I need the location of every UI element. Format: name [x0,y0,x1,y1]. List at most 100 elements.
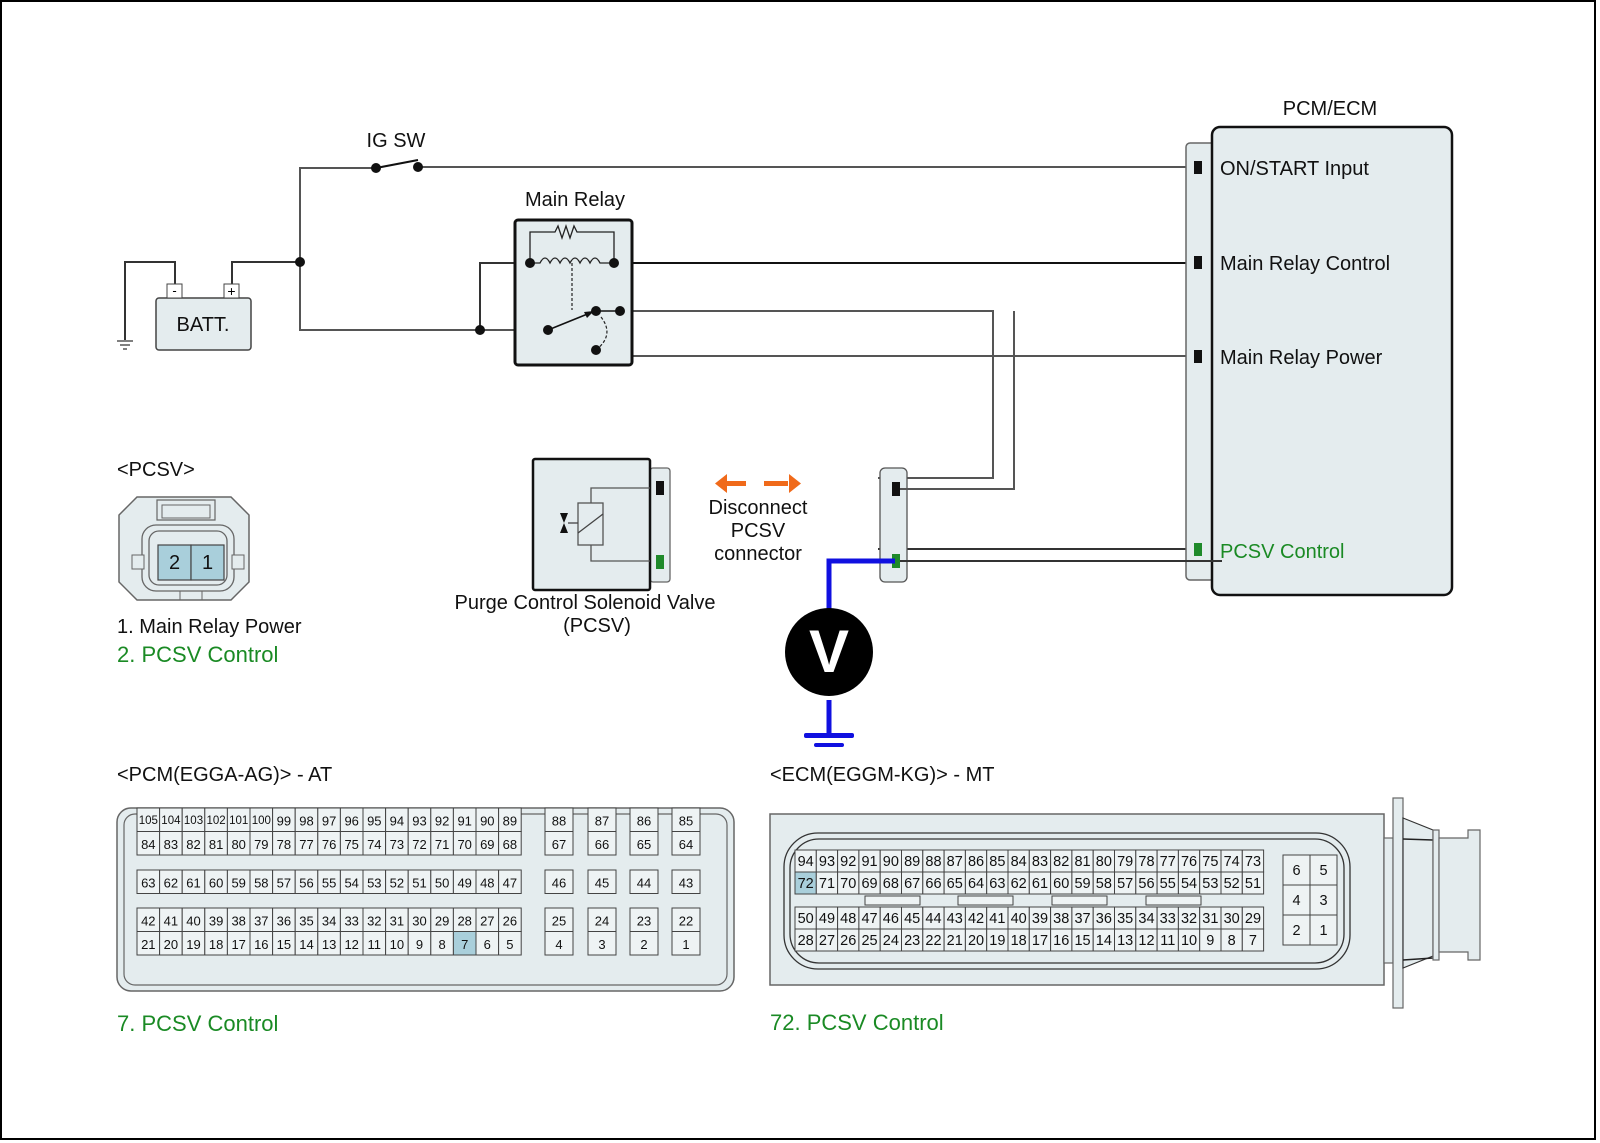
connector-pin-label: 5 [506,937,513,952]
harness-connector [879,467,908,583]
pcsv-pin-1 [190,544,225,581]
connector-pin-label: 77 [299,837,313,852]
connector-pin-label: 61 [1032,876,1048,892]
connector-pin-label: 28 [798,933,814,949]
resistor-icon [529,223,615,263]
connector-pin-label: 92 [435,813,449,828]
connector-pin-label: 83 [1032,854,1048,870]
connector-pin-label: 39 [209,913,223,928]
connector-pin-label: 6 [484,937,491,952]
connector-pin-label: 103 [184,815,203,827]
connector-pin-label: 74 [1224,854,1240,870]
connector-pin-label: 61 [186,875,200,890]
disconnect-label-line1: Disconnect [709,497,808,519]
connector-pin-label: 60 [1053,876,1069,892]
connector-pin-label: 22 [925,933,941,949]
connector-pin-label: 88 [552,813,566,828]
connector-pin-label: 48 [480,875,494,890]
valve-icon [560,513,568,523]
connector-pin-label: 64 [968,876,984,892]
connector-pin [544,931,574,956]
connector-pin-label: 21 [947,933,963,949]
connector-pin-label: 75 [344,837,358,852]
key-slot [1145,895,1202,906]
connector-pin-label: 85 [989,854,1005,870]
ig-switch-terminal-2 [413,162,423,172]
pin-terminal [892,554,900,568]
connector-pin-label: 80 [231,837,245,852]
connector-pin-label: 58 [1096,876,1112,892]
connector-pin-label: 16 [254,937,268,952]
connector-pin-label: 16 [1053,933,1069,949]
connector-pin-label: 74 [367,837,381,852]
connector-pin-label: 76 [322,837,336,852]
connector-pin-label: 29 [1245,911,1261,927]
pin-terminal [1194,350,1202,363]
connector-pin-label: 87 [947,854,963,870]
connector-pin-label: 91 [861,854,877,870]
connector-pin [587,931,617,956]
connector-pin-label: 37 [254,913,268,928]
connector-pin-label: 23 [637,913,651,928]
connector-pin-label: 19 [186,937,200,952]
battery: - + BATT. [155,283,252,351]
connector-pin-label: 83 [164,837,178,852]
connector-pin-label: 46 [883,911,899,927]
relay-coil-icon [530,257,614,265]
connector-pin-label: 39 [1032,911,1048,927]
connector-pin-label: 79 [254,837,268,852]
connector-pin-label: 81 [1074,854,1090,870]
pcsv-pin-1-label: 1 [202,552,213,574]
connector-pin-label: 32 [1181,911,1197,927]
disconnect-arrows-icon [715,474,801,493]
connector-pin-label: 93 [412,813,426,828]
connector-pin [498,931,522,956]
connector-pin-label: 63 [989,876,1005,892]
disconnect-label-line2: PCSV [731,520,786,542]
pcm-connector-title: <PCM(EGGA-AG)> - AT [117,764,332,786]
connector-pin-label: 6 [1292,863,1300,879]
connector-pin-label: 55 [1160,876,1176,892]
connector-pin-label: 68 [883,876,899,892]
connector-pin-label: 51 [412,875,426,890]
connector-pin-label: 42 [968,911,984,927]
key-slot [957,895,1014,906]
connector-pin-label: 72 [412,837,426,852]
connector-pin-label: 12 [1138,933,1154,949]
connector-pin-label: 8 [438,937,445,952]
connector-pin-label: 17 [231,937,245,952]
connector-pin-label: 35 [1117,911,1133,927]
main-relay [513,218,634,367]
connector-pin-label: 18 [209,937,223,952]
connector-pin-label: 70 [457,837,471,852]
connector-pin-label: 23 [904,933,920,949]
connector-pin-label: 46 [552,875,566,890]
pin-terminal [892,482,900,496]
wire-relay-to-pcsv-pin1 [596,310,994,479]
connector-pin-label: 101 [229,815,248,827]
connector-pin-label: 26 [503,913,517,928]
connector-pin-label: 71 [435,837,449,852]
connector-pin-label: 79 [1117,854,1133,870]
connector-pin-label: 30 [412,913,426,928]
connector-pin-label: 89 [904,854,920,870]
connector-pin-label: 21 [141,937,155,952]
connector-pin-label: 38 [231,913,245,928]
connector-pin-label: 1 [682,937,689,952]
connector-pin-label: 13 [1117,933,1133,949]
connector-pin-label: 34 [322,913,336,928]
connector-pin-label: 100 [252,815,271,827]
connector-pin-label: 49 [819,911,835,927]
connector-pin-label: 24 [883,933,899,949]
connector-pin-label: 43 [947,911,963,927]
connector-pin-label: 22 [679,913,693,928]
connector-pin-label: 15 [1074,933,1090,949]
connector-pin-label: 84 [1011,854,1027,870]
connector-pin-label: 85 [679,813,693,828]
wire-batt-positive [231,261,300,287]
connector-pin-label: 7 [461,937,468,952]
connector-pin-label: 62 [1011,876,1027,892]
pcsv-pin-2-label: 2 [169,552,180,574]
connector-pin [1241,928,1265,952]
